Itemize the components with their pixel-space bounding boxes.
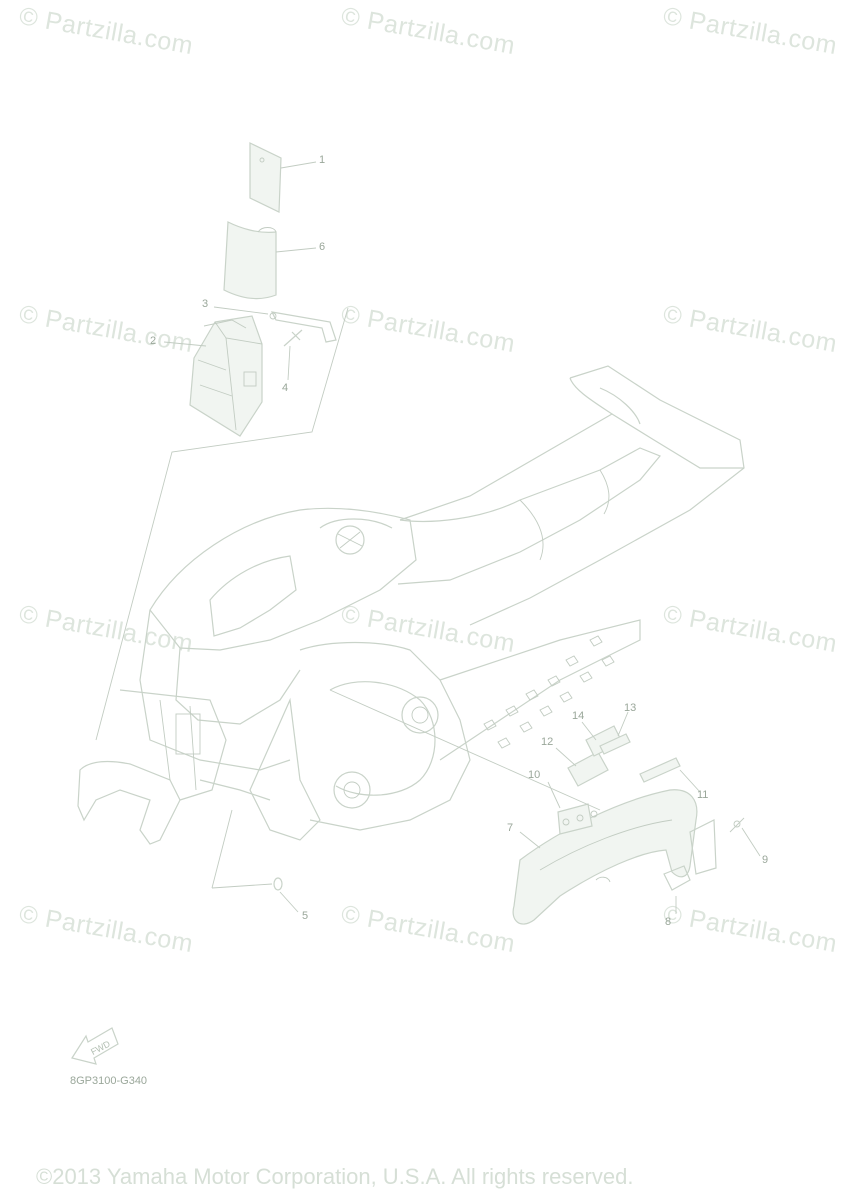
part-5-clip bbox=[273, 877, 283, 891]
callout-9: 9 bbox=[762, 854, 769, 866]
part-1-label-card bbox=[249, 142, 282, 213]
fwd-arrow-icon bbox=[71, 1027, 119, 1065]
part-6-cover-sleeve bbox=[223, 221, 277, 300]
callout-1: 1 bbox=[319, 154, 326, 166]
snowmobile-body bbox=[77, 365, 745, 845]
callout-2: 2 bbox=[150, 335, 157, 347]
callout-13: 13 bbox=[624, 702, 637, 714]
part-2-storage-box bbox=[189, 315, 263, 437]
callout-11: 11 bbox=[697, 789, 709, 801]
leader-lines bbox=[163, 161, 761, 914]
part-10-reflector bbox=[557, 803, 598, 835]
part-8-rivet bbox=[663, 819, 717, 891]
callout-12: 12 bbox=[541, 736, 554, 748]
part-12-decal bbox=[567, 751, 609, 787]
callout-10: 10 bbox=[528, 769, 541, 781]
part-9-screw bbox=[729, 817, 745, 833]
part-4-screw bbox=[283, 329, 303, 347]
callout-3: 3 bbox=[202, 298, 209, 310]
callout-14: 14 bbox=[572, 710, 585, 722]
callout-7: 7 bbox=[507, 822, 514, 834]
callout-4: 4 bbox=[282, 382, 289, 394]
part-3-bracket bbox=[269, 311, 337, 343]
diagram-code: 8GP3100-G340 bbox=[70, 1075, 148, 1087]
callout-5: 5 bbox=[302, 910, 309, 922]
part-7-rear-flap bbox=[512, 789, 698, 925]
callout-8: 8 bbox=[665, 916, 672, 928]
copyright-notice: ©2013 Yamaha Motor Corporation, U.S.A. A… bbox=[36, 1164, 634, 1189]
callout-6: 6 bbox=[319, 241, 326, 253]
part-13-decal bbox=[599, 733, 631, 755]
part-11-reflector bbox=[639, 757, 681, 783]
